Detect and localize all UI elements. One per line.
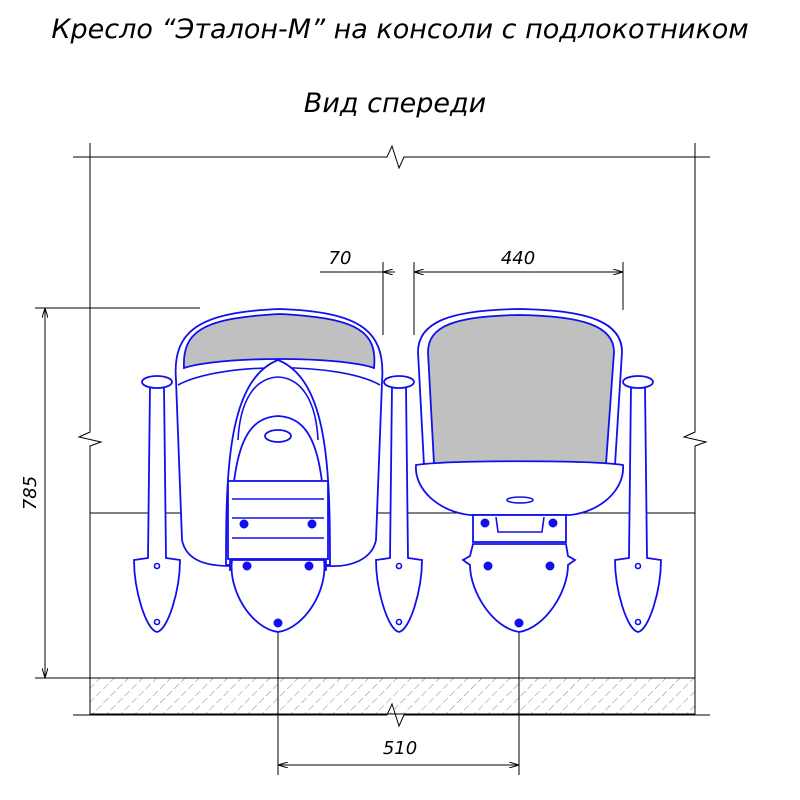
- width-dimensions: 70 440: [320, 248, 624, 335]
- right-chair-unfolded: [415, 308, 624, 633]
- seat-width-label: 440: [501, 248, 535, 269]
- gap-label: 70: [329, 248, 352, 269]
- height-label: 785: [20, 476, 41, 510]
- pitch-dimension: 510: [277, 630, 520, 775]
- left-chair-folded: [174, 308, 384, 633]
- height-dimension: 785: [20, 307, 200, 679]
- armrest-middle: [375, 375, 423, 633]
- drawing-subtitle: Вид спереди: [304, 88, 486, 119]
- drawing-title: Кресло “Эталон-М” на консоли с подлокотн…: [51, 14, 748, 45]
- armrest-right: [614, 375, 662, 633]
- floor-hatch: [89, 677, 696, 715]
- pitch-label: 510: [383, 738, 417, 759]
- armrest-left: [133, 375, 181, 633]
